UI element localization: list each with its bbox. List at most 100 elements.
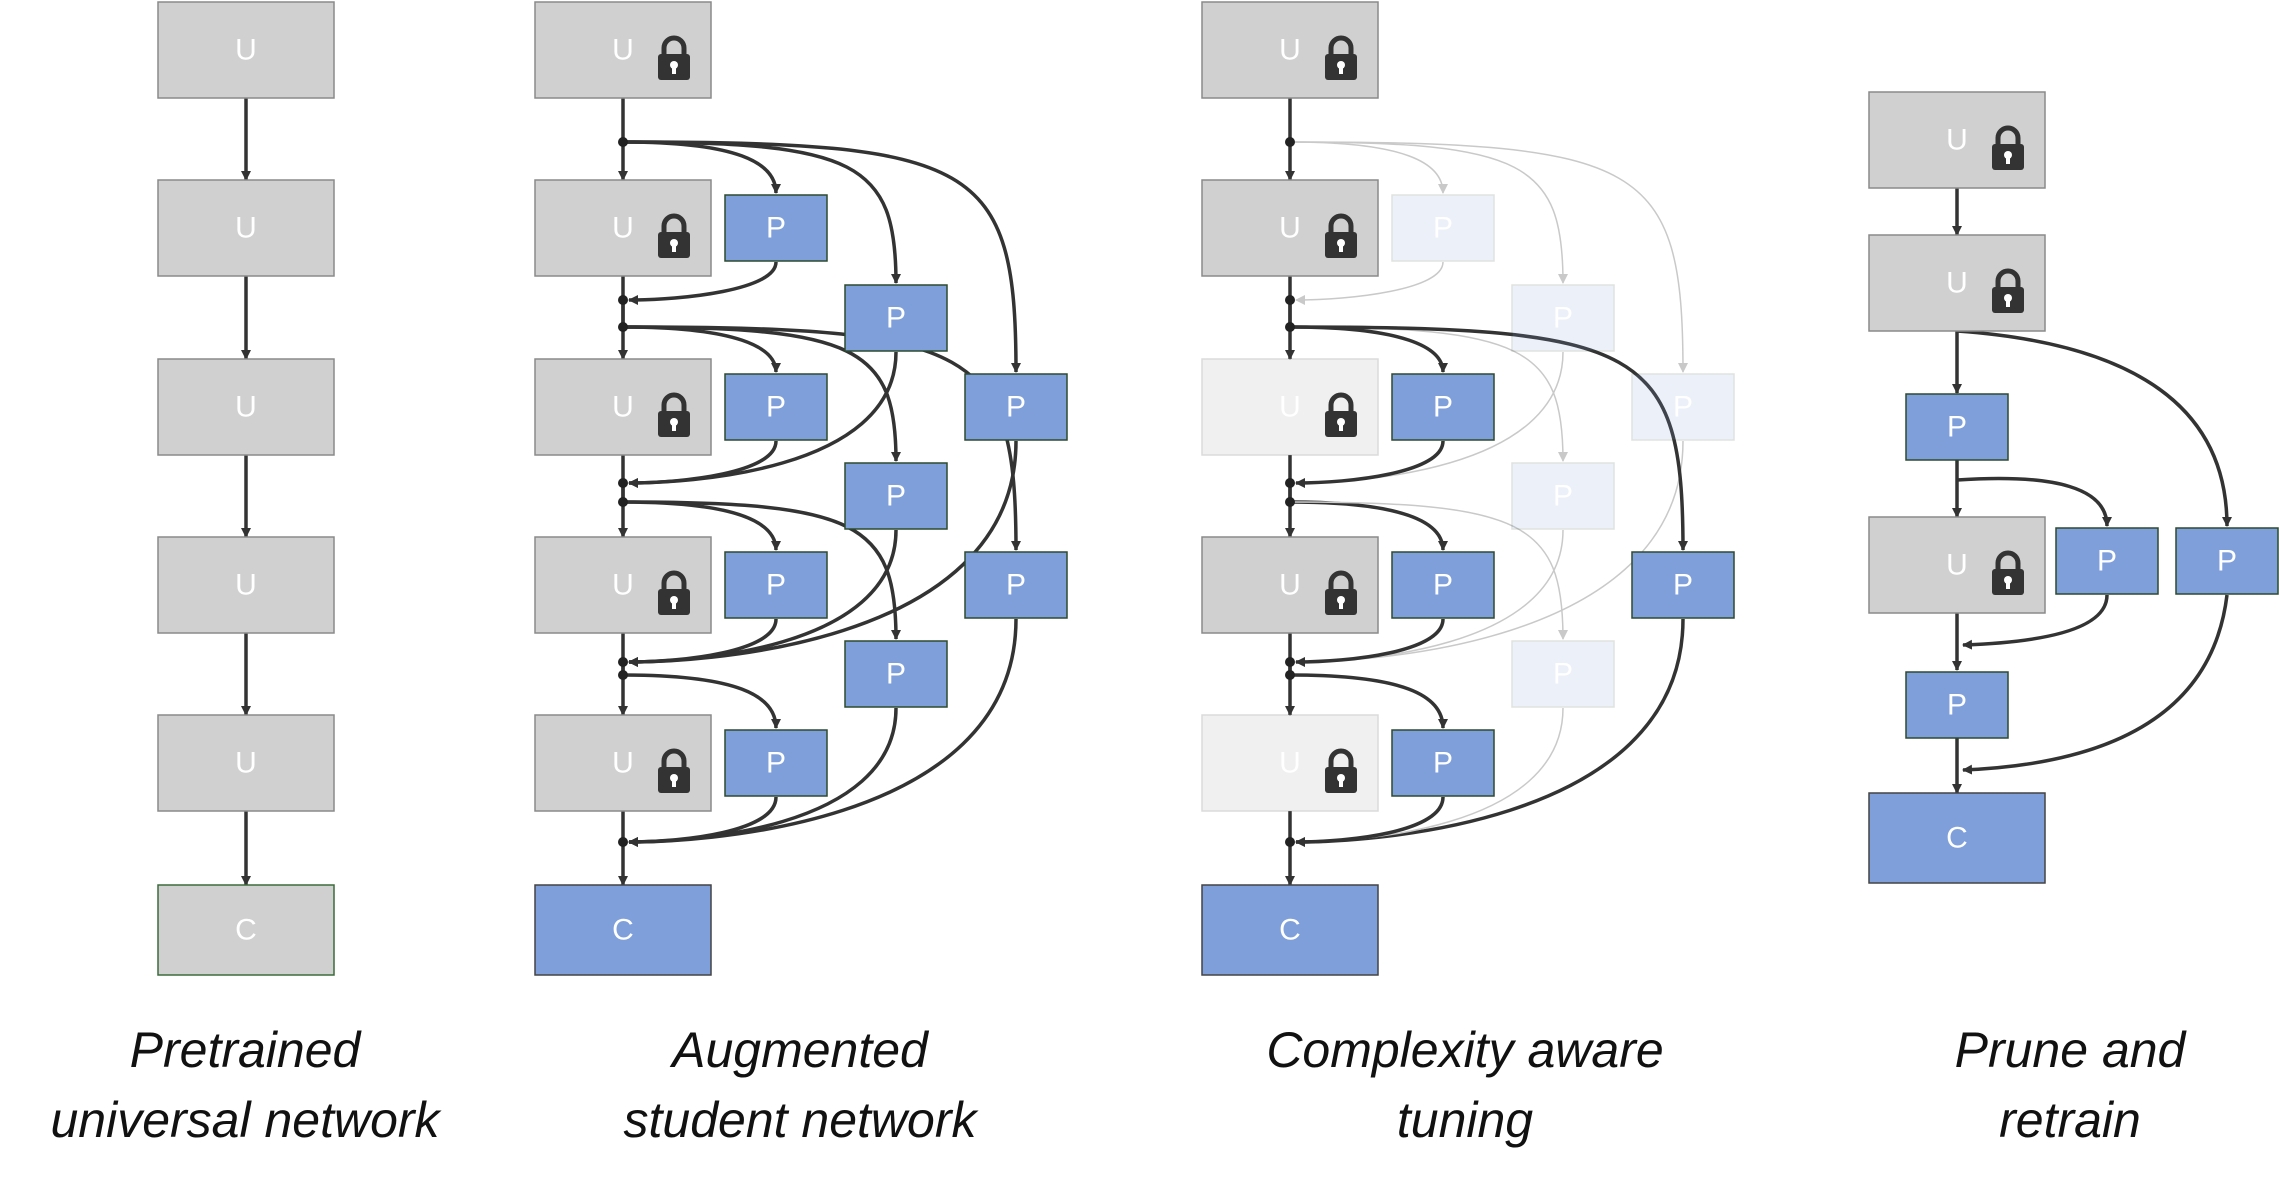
connection-arrow	[1295, 440, 1445, 488]
universal-label: U	[1279, 212, 1301, 245]
universal-block-2: U	[157, 179, 335, 277]
pruned-plugin-block-4: P	[1905, 671, 2009, 739]
plugin-label: P	[766, 212, 786, 245]
universal-label: U	[612, 747, 634, 780]
connection-arrow	[622, 673, 781, 729]
augmented-plugin-block-1: P	[724, 194, 828, 262]
junction-dot	[618, 137, 628, 147]
connection-arrow	[1289, 141, 1688, 373]
universal-block-3: U	[157, 358, 335, 456]
lock-icon	[1992, 550, 2024, 595]
connection-arrow	[1956, 329, 2232, 527]
connection-arrow	[628, 618, 778, 667]
universal-block-5: U	[157, 714, 335, 812]
junction-dot	[1285, 322, 1295, 332]
junction-dot	[1285, 137, 1295, 147]
augmented-plugin-block-9: P	[724, 729, 828, 797]
pruned-plugin-block-1: P	[1905, 393, 2009, 461]
universal-label: U	[1279, 747, 1301, 780]
plugin-label: P	[766, 747, 786, 780]
universal-label: U	[235, 391, 257, 424]
lock-icon	[658, 748, 690, 793]
plugin-label: P	[886, 480, 906, 513]
augmented-classifier-block: C	[534, 884, 712, 976]
connection-arrow	[1956, 476, 2112, 527]
junction-dot	[618, 670, 628, 680]
classifier-block: C	[157, 884, 335, 976]
junction-dot	[1285, 670, 1295, 680]
lock-icon	[658, 570, 690, 615]
plugin-label: P	[1433, 391, 1453, 424]
pruned-plugin-block-2: P	[2055, 527, 2159, 595]
augmented-plugin-block-3: P	[964, 373, 1068, 441]
augmented-plugin-block-7: P	[724, 551, 828, 619]
augmented-plugin-block-6: P	[964, 551, 1068, 619]
plugin-label: P	[886, 302, 906, 335]
classifier-label: C	[612, 914, 634, 947]
classifier-label: C	[1946, 822, 1968, 855]
connection-arrow	[1962, 594, 2109, 650]
tuning-plugin-block-9: P	[1391, 729, 1495, 797]
universal-block-1: U	[157, 1, 335, 99]
plugin-label: P	[1433, 212, 1453, 245]
universal-label: U	[612, 391, 634, 424]
lock-icon	[1992, 268, 2024, 313]
plugin-label: P	[1553, 302, 1573, 335]
augmented-plugin-block-2: P	[844, 284, 948, 352]
connection-arrow	[622, 140, 1021, 373]
plugin-label: P	[766, 391, 786, 424]
universal-label: U	[1279, 391, 1301, 424]
lock-icon	[1325, 748, 1357, 793]
universal-label: U	[612, 212, 634, 245]
connection-arrow	[1962, 594, 2229, 775]
universal-label: U	[235, 569, 257, 602]
connection-arrow	[622, 325, 1021, 551]
junction-dot	[618, 295, 628, 305]
connection-arrow	[628, 261, 778, 305]
universal-block-4: U	[157, 536, 335, 634]
lock-icon	[1992, 125, 2024, 170]
plugin-label: P	[766, 569, 786, 602]
universal-label: U	[235, 747, 257, 780]
tuning-plugin-block-7: P	[1391, 551, 1495, 619]
augmented-plugin-block-8: P	[844, 640, 948, 708]
lock-icon	[1325, 35, 1357, 80]
pruned-classifier-block: C	[1868, 792, 2046, 884]
junction-dot	[618, 837, 628, 847]
connection-arrow	[628, 796, 778, 847]
plugin-label: P	[1006, 391, 1026, 424]
junction-dot	[618, 497, 628, 507]
plugin-label: P	[1433, 747, 1453, 780]
universal-label: U	[1279, 569, 1301, 602]
tuning-plugin-block-2: P	[1511, 284, 1615, 352]
plugin-label: P	[1947, 411, 1967, 444]
tuning-plugin-block-5: P	[1511, 462, 1615, 530]
pruned-plugin-block-3: P	[2175, 527, 2279, 595]
classifier-label: C	[1279, 914, 1301, 947]
connection-arrow	[628, 440, 778, 488]
plugin-label: P	[2217, 545, 2237, 578]
plugin-label: P	[1006, 569, 1026, 602]
tuning-plugin-block-4: P	[1391, 373, 1495, 441]
lock-icon	[658, 35, 690, 80]
tuning-plugin-block-1: P	[1391, 194, 1495, 262]
universal-label: U	[612, 34, 634, 67]
plugin-label: P	[1947, 689, 1967, 722]
plugin-label: P	[886, 658, 906, 691]
tuning-plugin-block-6: P	[1631, 551, 1735, 619]
universal-label: U	[1946, 124, 1968, 157]
augmented-plugin-block-5: P	[844, 462, 948, 530]
plugin-label: P	[1673, 569, 1693, 602]
connection-arrow	[1295, 618, 1445, 667]
junction-dot	[1285, 837, 1295, 847]
connection-arrow	[1289, 501, 1568, 640]
plugin-label: P	[1673, 391, 1693, 424]
universal-label: U	[612, 569, 634, 602]
lock-icon	[658, 392, 690, 437]
universal-label: U	[1279, 34, 1301, 67]
